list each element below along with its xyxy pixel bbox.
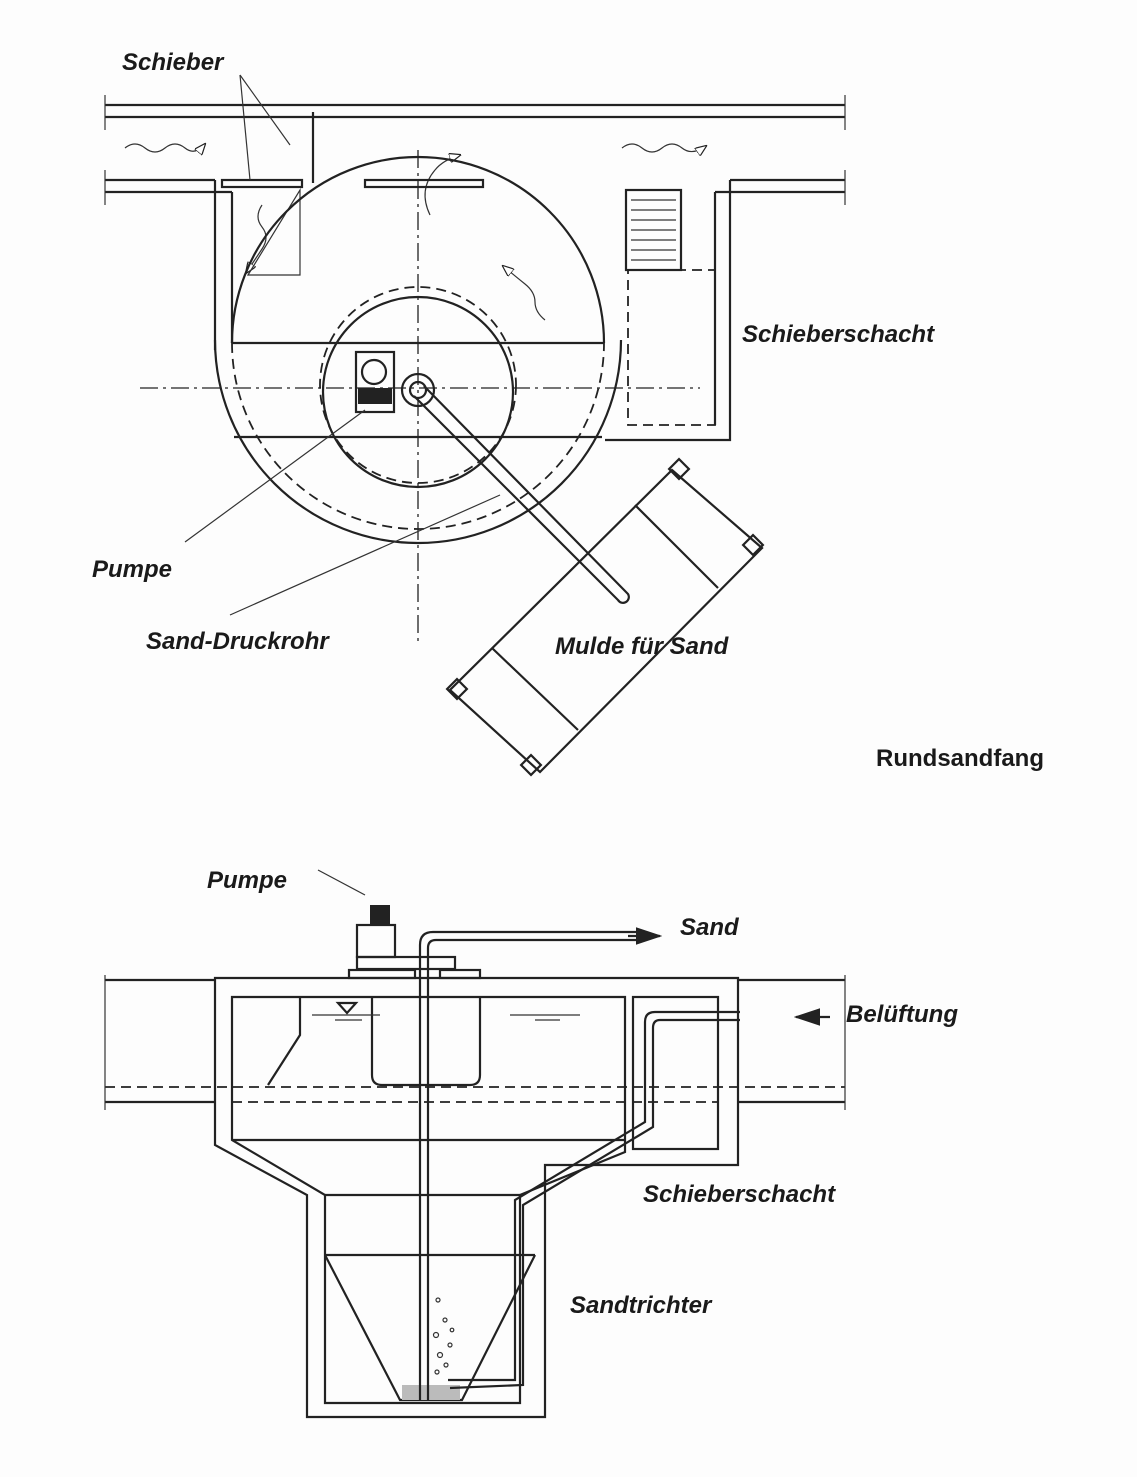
tank-outer-wall bbox=[213, 976, 740, 1419]
label-schieberschacht-top: Schieberschacht bbox=[742, 321, 935, 348]
label-pumpe-section: Pumpe bbox=[207, 867, 287, 894]
label-schieber: Schieber bbox=[122, 49, 225, 76]
label-belueftung: Belüftung bbox=[846, 1001, 958, 1028]
label-mulde-fuer-sand: Mulde für Sand bbox=[555, 633, 730, 660]
label-pumpe-top: Pumpe bbox=[92, 556, 172, 583]
section-view: Pumpe Sand Belüftung Schieberschacht San… bbox=[104, 867, 958, 1419]
schieber-gates bbox=[220, 74, 485, 276]
top-view-plan: Schieber Schieberschacht Pumpe Sand-Druc… bbox=[92, 49, 1044, 777]
flow-arrow-out bbox=[621, 143, 706, 152]
air-bubbles bbox=[432, 1297, 455, 1375]
flow-arrow-in bbox=[124, 144, 205, 152]
sand-pressure-pipe bbox=[413, 385, 630, 604]
flow-arrow-circular bbox=[503, 266, 546, 321]
circular-tank bbox=[140, 150, 700, 645]
label-sand-druckrohr: Sand-Druckrohr bbox=[146, 628, 330, 655]
sand-container bbox=[445, 457, 765, 777]
inflow-channel bbox=[104, 95, 846, 205]
schieberschacht-box bbox=[213, 180, 732, 442]
pump-top bbox=[354, 350, 436, 414]
aeration-pipe bbox=[448, 1010, 740, 1382]
label-sandtrichter: Sandtrichter bbox=[570, 1292, 713, 1319]
label-sand: Sand bbox=[680, 914, 740, 941]
sand-funnel bbox=[324, 1254, 536, 1402]
sand-discharge-pipe bbox=[418, 930, 640, 1400]
tank-inner-wall bbox=[230, 995, 627, 1405]
label-schieberschacht-section: Schieberschacht bbox=[643, 1181, 836, 1208]
title-rundsandfang: Rundsandfang bbox=[876, 745, 1044, 772]
rotation-arrow bbox=[424, 155, 460, 216]
pump-section bbox=[317, 869, 482, 980]
schieberschacht-section bbox=[631, 995, 720, 1151]
